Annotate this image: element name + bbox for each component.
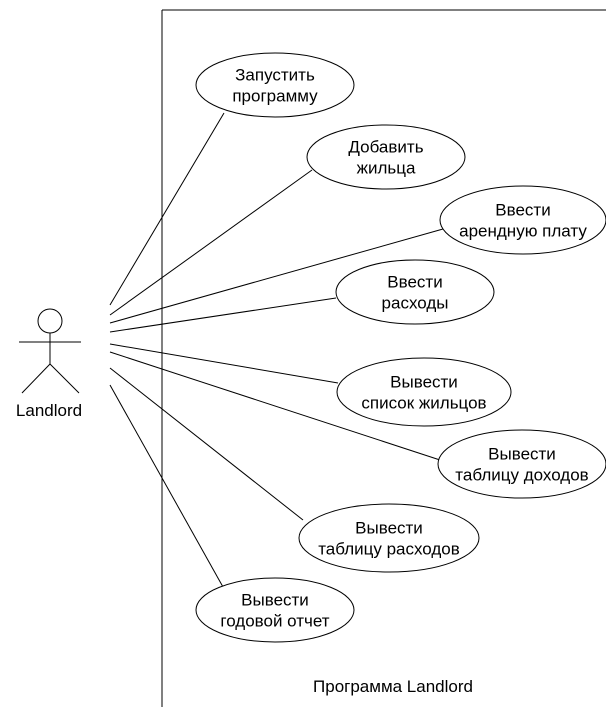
use-case-label: арендную плату <box>459 222 587 241</box>
use-case-ellipse <box>335 259 495 325</box>
use-case-ellipse <box>306 124 466 190</box>
use-case: Запустить программу <box>195 52 355 118</box>
association-line <box>109 297 337 333</box>
use-case: Вывести таблицу доходов <box>437 429 606 499</box>
actor-right-leg <box>49 363 80 394</box>
association-lines <box>109 112 444 588</box>
use-case-label: таблицу доходов <box>455 466 588 485</box>
use-case-label: годовой отчет <box>220 612 329 631</box>
use-case-label: таблицу расходов <box>318 540 460 559</box>
system-label: Программа Landlord <box>313 677 473 696</box>
use-case-label: Вывести <box>241 591 309 610</box>
use-case-ellipse <box>298 503 480 573</box>
use-case-label: жильца <box>357 159 416 178</box>
association-line <box>109 384 224 588</box>
use-case: Добавить жильца <box>306 124 466 190</box>
use-case-ellipse <box>195 52 355 118</box>
use-case-label: Добавить <box>348 138 423 157</box>
association-line <box>109 343 339 384</box>
use-case-label: программу <box>232 87 318 106</box>
use-case-label: Ввести <box>387 273 442 292</box>
use-case: Ввести арендную плату <box>439 185 606 255</box>
use-case-ellipse <box>439 185 606 255</box>
association-line <box>109 169 313 316</box>
use-case: Ввести расходы <box>335 259 495 325</box>
actor-head <box>37 308 63 334</box>
use-case-label: Вывести <box>488 445 556 464</box>
use-case: Вывести годовой отчет <box>195 577 355 643</box>
use-case-label: список жильцов <box>361 394 486 413</box>
actor-left-leg <box>21 363 51 394</box>
use-case-ellipse <box>336 357 512 427</box>
association-line <box>109 112 225 306</box>
use-case-label: Вывести <box>355 519 423 538</box>
use-case-label: Запустить <box>235 66 315 85</box>
actor-name: Landlord <box>16 401 82 420</box>
use-case-ellipse <box>195 577 355 643</box>
system-boundary <box>161 9 606 707</box>
use-case: Вывести таблицу расходов <box>298 503 480 573</box>
use-case-label: Вывести <box>390 373 458 392</box>
use-case-ellipse <box>437 429 606 499</box>
association-line <box>109 367 304 521</box>
association-line <box>109 228 444 324</box>
use-case-label: Ввести <box>495 201 550 220</box>
actor-figure <box>19 308 81 394</box>
association-line <box>109 351 441 461</box>
use-case: Вывести список жильцов <box>336 357 512 427</box>
use-case-label: расходы <box>382 294 449 313</box>
